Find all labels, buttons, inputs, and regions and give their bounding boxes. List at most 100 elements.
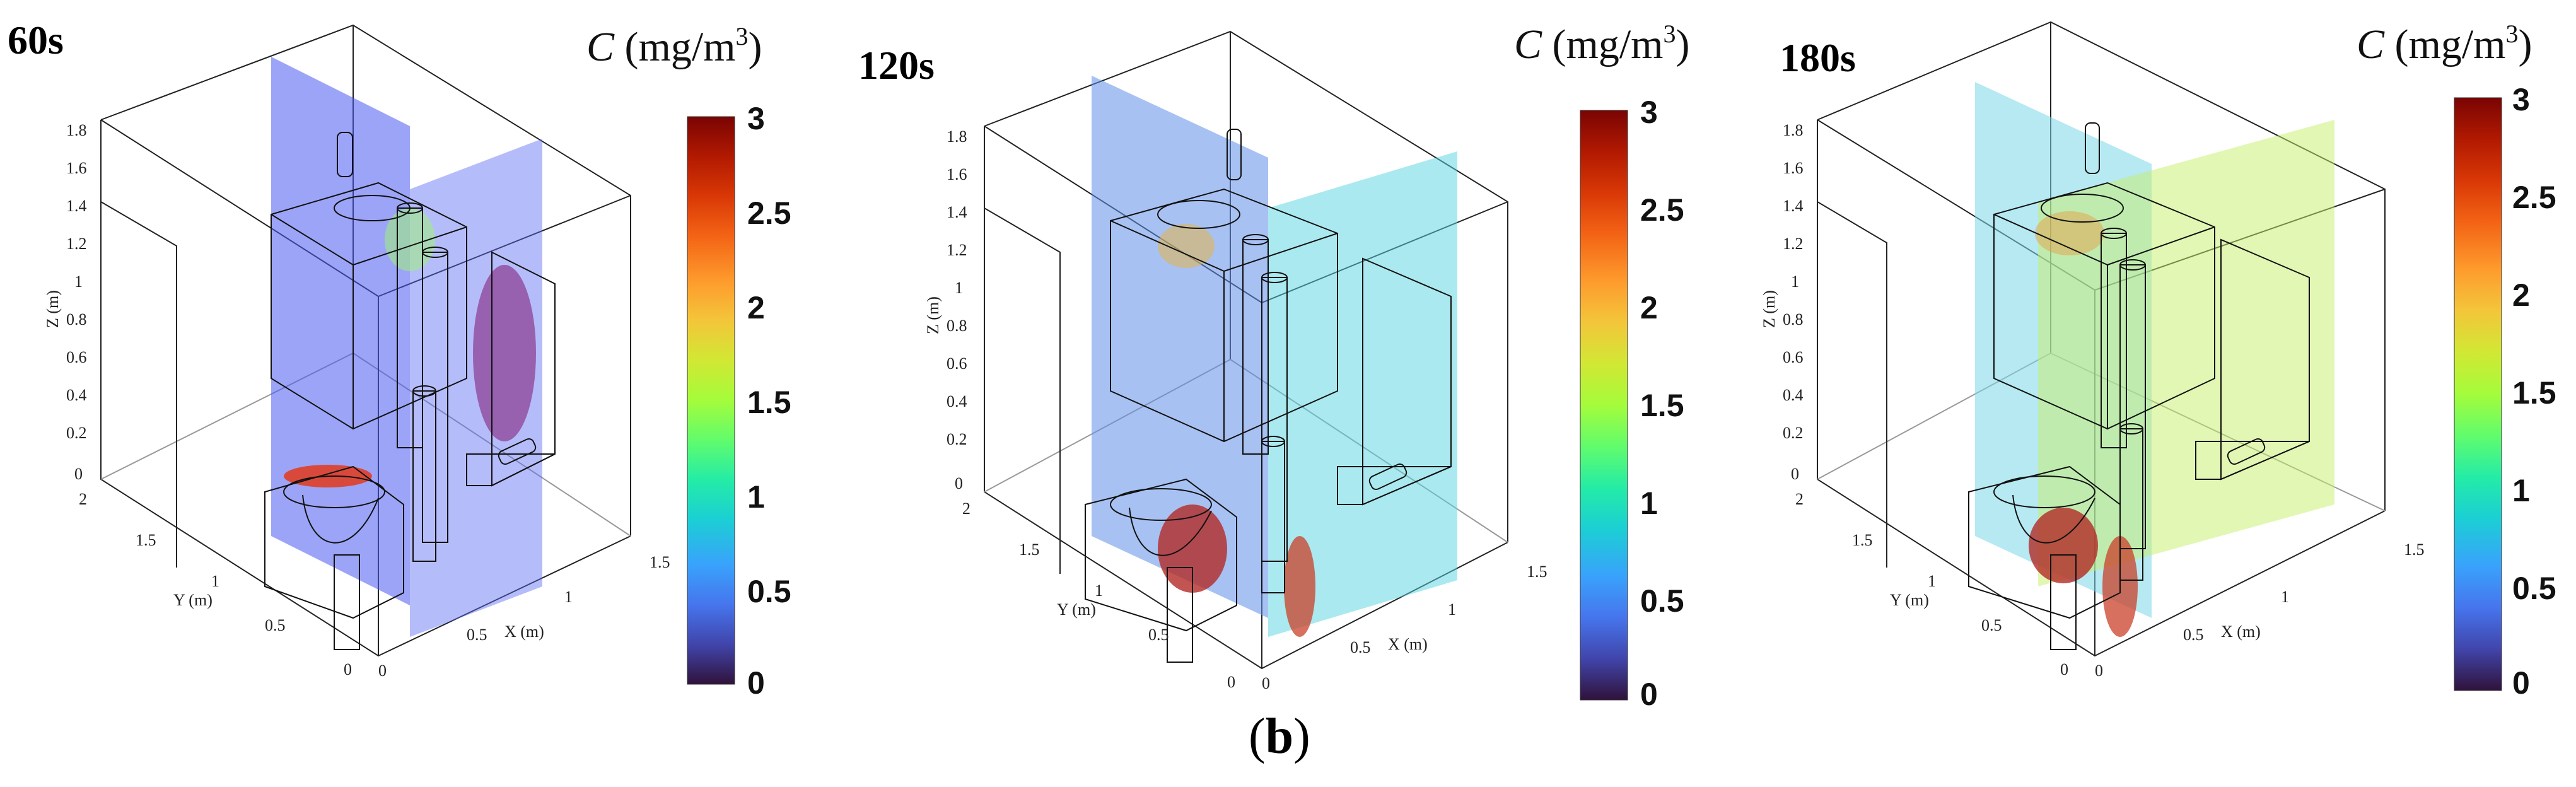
x-axis: 0 0.5 1 1.5 X (m) (1262, 563, 1547, 692)
unit-text: (mg/m (2384, 21, 2506, 67)
drain-pipe (2227, 438, 2266, 465)
z-tick: 1 (1791, 272, 1799, 291)
z-tick: 1.6 (1783, 159, 1804, 177)
panel-60s-drawing: 1.8 1.6 1.4 1.2 1 0.8 0.6 0.4 0.2 0 Z (m… (44, 24, 791, 701)
colorbar-tick: 0 (2512, 665, 2530, 701)
unit-power: 3 (2505, 20, 2519, 48)
unit-power: 3 (735, 22, 749, 50)
z-tick: 1.6 (66, 159, 87, 177)
z-tick: 0.8 (66, 310, 87, 329)
colorbar-tick: 1 (2512, 473, 2530, 508)
z-axis-label: Z (m) (44, 290, 62, 328)
z-tick: 0.8 (1783, 310, 1804, 329)
unit-symbol: C (2357, 21, 2385, 67)
x-tick: 0 (1262, 674, 1270, 692)
z-tick: 1.2 (1783, 235, 1804, 253)
panel-60s: 1.8 1.6 1.4 1.2 1 0.8 0.6 0.4 0.2 0 Z (m… (0, 0, 858, 732)
z-tick: 1.4 (947, 203, 967, 221)
unit-close: ) (1676, 21, 1690, 67)
z-tick: 1.8 (947, 127, 967, 146)
x-tick: 0.5 (467, 626, 487, 644)
y-axis-label: Y (m) (1057, 600, 1096, 619)
y-axis: 2 1.5 1 0.5 0 Y (m) (79, 490, 352, 679)
concentration-planes (1975, 82, 2334, 637)
z-axis-label: Z (m) (1760, 290, 1778, 328)
colorbar: 3 2.5 2 1.5 1 0.5 0 (1580, 95, 1684, 712)
unit-close: ) (748, 24, 762, 70)
z-tick: 0.2 (947, 430, 967, 448)
unit-close: ) (2518, 21, 2532, 67)
x-tick: 1 (2281, 588, 2289, 606)
colorbar-tick: 0 (1640, 677, 1658, 712)
z-tick: 0.6 (66, 348, 87, 366)
sink-cabinet (271, 182, 467, 430)
colorbar-tick: 3 (747, 101, 765, 136)
concentration-planes (1092, 76, 1457, 637)
x-axis-label: X (m) (504, 622, 544, 641)
caption-close: ) (1293, 709, 1310, 764)
colorbar-tick: 2.5 (1640, 192, 1684, 228)
pipe-column (2101, 233, 2127, 448)
y-tick: 2 (79, 490, 87, 508)
colorbar-gradient (2454, 97, 2502, 691)
colorbar-tick: 3 (1640, 95, 1658, 130)
x-axis-label: X (m) (2221, 622, 2261, 641)
colorbar-tick: 1.5 (2512, 375, 2556, 411)
vent-pipe (337, 132, 353, 177)
tub-box (264, 465, 404, 619)
x-tick: 0.5 (1350, 638, 1371, 656)
colorbar-tick: 0.5 (2512, 571, 2556, 606)
z-axis: 1.8 1.6 1.4 1.2 1 0.8 0.6 0.4 0.2 0 Z (m… (1760, 121, 1804, 483)
z-tick: 0.4 (1783, 386, 1804, 404)
x-axis: 0 0.5 1 1.5 X (m) (2095, 540, 2425, 680)
sink-cabinet (1993, 182, 2215, 430)
drain-pipe (498, 438, 537, 465)
z-tick: 1 (955, 279, 963, 297)
x-tick: 0.5 (2183, 626, 2204, 644)
z-axis-label: Z (m) (924, 296, 942, 334)
colorbar-tick: 3 (2512, 82, 2530, 117)
z-tick: 0.2 (1783, 424, 1804, 442)
z-axis: 1.8 1.6 1.4 1.2 1 0.8 0.6 0.4 0.2 0 Z (m… (924, 127, 967, 493)
z-tick: 0.6 (947, 354, 967, 373)
vent-pipe (1227, 129, 1242, 180)
z-tick: 1.2 (947, 241, 967, 259)
z-tick: 0 (955, 474, 963, 493)
time-label: 180s (1780, 35, 1856, 80)
z-tick: 1.2 (66, 235, 87, 253)
floor-drain (334, 554, 360, 650)
y-tick: 0.5 (1148, 626, 1169, 644)
fixtures (1085, 129, 1452, 663)
colorbar: 3 2.5 2 1.5 1 0.5 0 (2454, 82, 2556, 701)
concentration-planes (271, 57, 542, 637)
colorbar-tick: 0 (747, 665, 765, 701)
y-axis-label: Y (m) (1890, 591, 1929, 609)
y-tick: 0 (1227, 673, 1235, 691)
plume-hotspot (1284, 536, 1315, 637)
y-tick: 1.5 (1852, 531, 1873, 549)
pipe-column (1242, 239, 1269, 455)
pipe-column (1261, 441, 1285, 593)
x-tick: 1 (564, 588, 573, 606)
pipe-column (412, 390, 436, 562)
x-tick: 0 (378, 662, 387, 680)
floor-drain (1167, 567, 1193, 663)
y-tick: 2 (1795, 490, 1804, 508)
z-tick: 0.4 (947, 392, 967, 411)
colorbar-tick: 2 (2512, 277, 2530, 313)
colorbar-tick: 0.5 (747, 574, 791, 609)
x-tick: 0 (2095, 662, 2103, 680)
plume-hotspot (473, 265, 536, 441)
vent-pipe (2085, 122, 2100, 174)
z-tick: 1.4 (66, 197, 87, 215)
y-tick: 0.5 (1981, 616, 2002, 634)
colorbar-gradient (687, 116, 735, 685)
y-axis: 2 1.5 1 0.5 0 Y (m) (1795, 490, 2068, 679)
colorbar-gradient (1580, 110, 1628, 701)
concentration-unit-label: C (mg/m3) (1514, 21, 1690, 67)
y-axis: 2 1.5 1 0.5 0 Y (m) (962, 499, 1235, 691)
slice-plane-yz (271, 57, 410, 605)
z-tick: 0.2 (66, 424, 87, 442)
z-tick: 0.4 (66, 386, 87, 404)
x-tick: 1 (1448, 600, 1456, 619)
